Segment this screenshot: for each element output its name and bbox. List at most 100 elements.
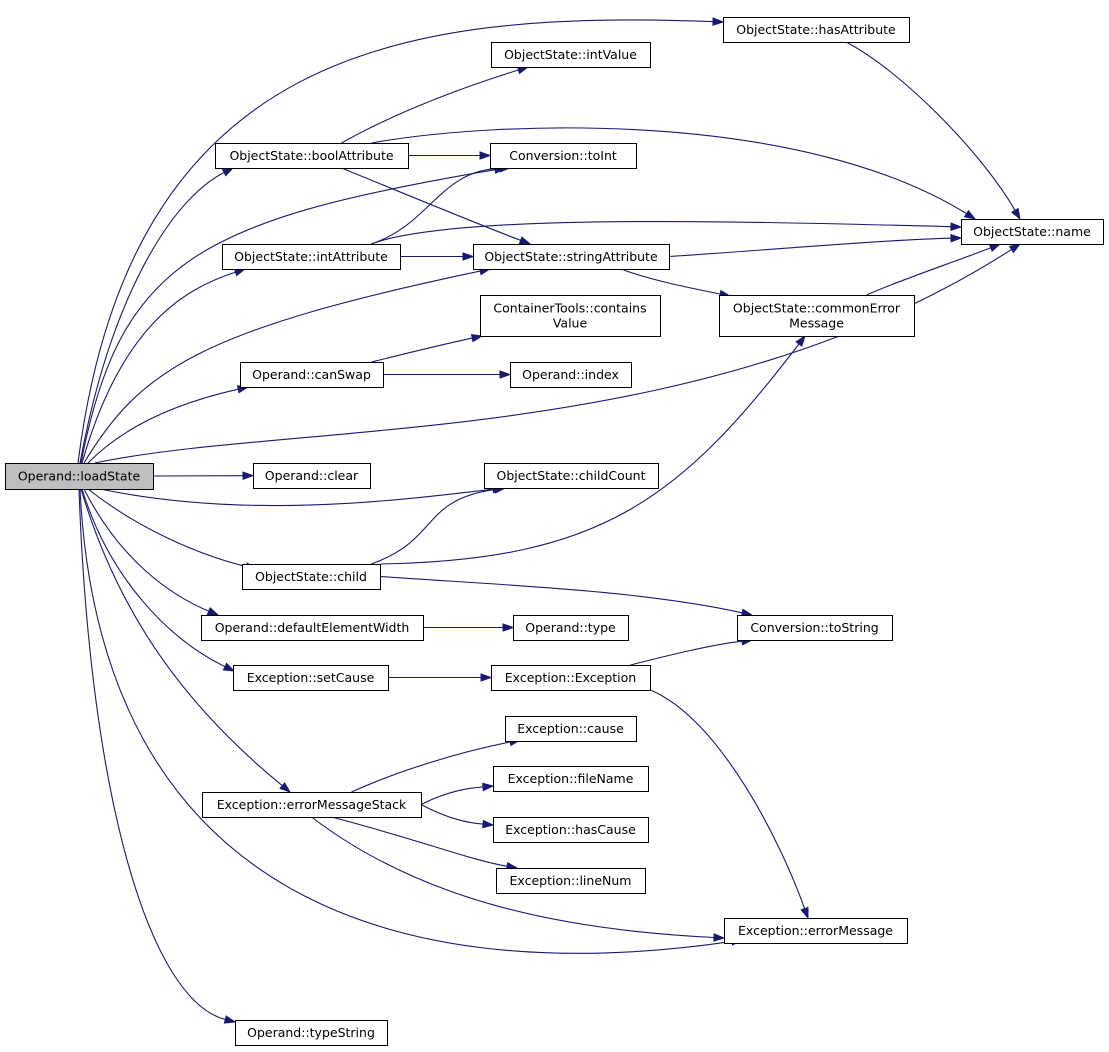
edge-boolAttribute-to-toInt <box>408 151 492 160</box>
node-label: Operand::defaultElementWidth <box>215 620 410 635</box>
node-label-line: Exception::errorMessageStack <box>217 797 407 812</box>
arrowhead-icon <box>223 1015 237 1024</box>
node-box <box>493 766 649 792</box>
arrowhead-icon <box>988 243 1002 252</box>
node-label-line: Exception::cause <box>517 721 624 736</box>
node-setCause[interactable]: Exception::setCause <box>233 665 389 691</box>
node-hasAttribute[interactable]: ObjectState::hasAttribute <box>723 17 910 43</box>
node-label: ObjectState::intValue <box>504 47 637 62</box>
node-box <box>961 219 1104 245</box>
node-label-line: Exception::hasCause <box>505 822 636 837</box>
node-box <box>737 615 893 641</box>
node-label: Exception::fileName <box>508 771 634 786</box>
arrowhead-icon <box>800 906 809 920</box>
arrowhead-icon <box>222 662 236 672</box>
edge-child-to-toString <box>379 575 754 617</box>
node-errorMessageStack[interactable]: Exception::errorMessageStack <box>202 792 422 818</box>
node-box <box>480 295 661 337</box>
node-label-line: Exception::Exception <box>505 670 636 685</box>
node-label: Exception::setCause <box>247 670 375 685</box>
node-label: ObjectState::boolAttribute <box>229 148 393 163</box>
node-label: Operand::typeString <box>247 1025 375 1040</box>
node-label: Exception::cause <box>517 721 624 736</box>
node-intValue[interactable]: ObjectState::intValue <box>491 42 651 68</box>
arrowhead-icon <box>242 471 255 481</box>
edge-loadState-to-name <box>94 243 1022 464</box>
node-box <box>719 295 915 337</box>
arrowhead-icon <box>279 782 292 793</box>
node-box <box>490 143 637 169</box>
node-label-line: Operand::canSwap <box>252 367 371 382</box>
node-label-line: ObjectState::childCount <box>496 468 645 483</box>
node-hasCause[interactable]: Exception::hasCause <box>493 817 649 843</box>
node-box <box>505 716 637 742</box>
edge-loadState-to-toInt <box>80 165 507 464</box>
node-label: Conversion::toInt <box>509 148 617 163</box>
arrowhead-icon <box>1011 207 1021 221</box>
node-label: Conversion::toString <box>750 620 878 635</box>
node-toInt[interactable]: Conversion::toInt <box>490 143 637 169</box>
edge-setCause-to-exception <box>387 673 493 682</box>
node-typeString[interactable]: Operand::typeString <box>235 1020 388 1046</box>
edge-stringAttribute-to-commonErrorMessage <box>620 268 732 299</box>
node-index[interactable]: Operand::index <box>510 362 632 388</box>
node-box <box>215 143 409 169</box>
node-box <box>5 463 154 490</box>
node-label-line: ObjectState::name <box>973 224 1091 239</box>
node-lineNum[interactable]: Exception::lineNum <box>496 868 646 894</box>
node-exception[interactable]: Exception::Exception <box>491 665 651 691</box>
arrowhead-icon <box>950 233 963 243</box>
node-label-line: Exception::setCause <box>247 670 375 685</box>
edge-boolAttribute-to-name <box>371 127 977 220</box>
node-toString[interactable]: Conversion::toString <box>737 615 893 641</box>
node-label: Operand::type <box>525 620 616 635</box>
node-errorMessage[interactable]: Exception::errorMessage <box>724 918 908 944</box>
node-canSwap[interactable]: Operand::canSwap <box>240 362 384 388</box>
edge-child-to-commonErrorMessage <box>380 334 806 565</box>
node-defaultElementWidth[interactable]: Operand::defaultElementWidth <box>201 615 424 641</box>
node-stringAttribute[interactable]: ObjectState::stringAttribute <box>473 244 670 270</box>
arrowhead-icon <box>518 236 532 245</box>
edge-loadState-to-setCause <box>81 488 236 672</box>
node-boolAttribute[interactable]: ObjectState::boolAttribute <box>215 143 409 169</box>
node-label: Operand::loadState <box>18 469 141 484</box>
node-box <box>723 17 910 43</box>
node-label: Exception::errorMessageStack <box>217 797 407 812</box>
edge-intAttribute-to-name <box>370 220 963 245</box>
node-label-line: Value <box>553 316 588 331</box>
node-label: Operand::index <box>522 367 619 382</box>
node-fileName[interactable]: Exception::fileName <box>493 766 649 792</box>
arrowhead-icon <box>713 933 726 942</box>
node-loadState[interactable]: Operand::loadState <box>5 463 154 490</box>
arrowhead-icon <box>502 623 515 632</box>
node-name[interactable]: ObjectState::name <box>961 219 1104 245</box>
node-label-line: Operand::loadState <box>18 469 141 484</box>
node-clear[interactable]: Operand::clear <box>253 463 371 489</box>
edge-exception-to-errorMessage <box>650 689 809 920</box>
node-label: ObjectState::intAttribute <box>234 249 388 264</box>
node-type[interactable]: Operand::type <box>513 615 629 641</box>
arrowhead-icon <box>1008 243 1022 254</box>
edge-canSwap-to-containsValue <box>371 334 484 363</box>
node-child[interactable]: ObjectState::child <box>242 564 381 590</box>
arrowhead-icon <box>470 334 484 343</box>
function-nodes: Operand::loadState ObjectState::hasAttrib… <box>5 17 1104 1046</box>
node-box <box>496 868 646 894</box>
arrowhead-icon <box>950 222 963 231</box>
node-intAttribute[interactable]: ObjectState::intAttribute <box>222 244 401 270</box>
edge-loadState-to-hasAttribute <box>77 17 725 464</box>
edge-exception-to-toString <box>630 636 754 666</box>
node-box <box>724 918 908 944</box>
arrowhead-icon <box>462 252 475 261</box>
node-cause[interactable]: Exception::cause <box>505 716 637 742</box>
node-label-line: Operand::type <box>525 620 616 635</box>
node-childCount[interactable]: ObjectState::childCount <box>484 463 659 489</box>
edge-child-to-childCount <box>370 485 507 565</box>
node-label-line: Exception::fileName <box>508 771 634 786</box>
edge-loadState-to-errorMessageStack <box>80 488 292 793</box>
node-box <box>473 244 670 270</box>
